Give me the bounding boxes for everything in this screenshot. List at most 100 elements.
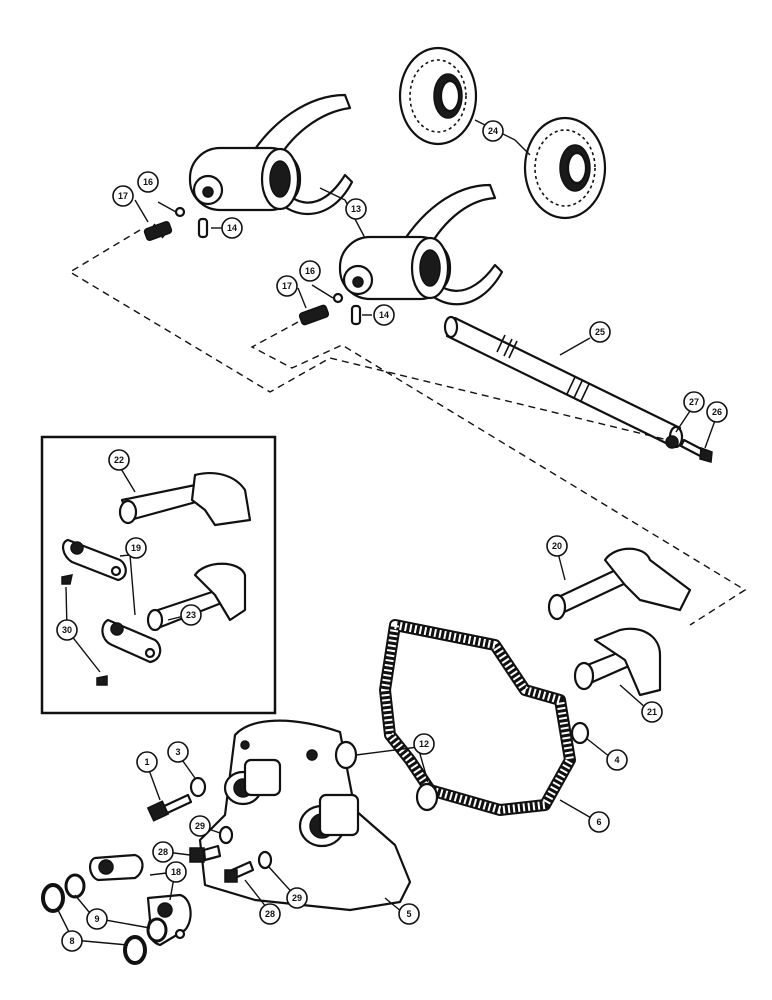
svg-text:18: 18: [171, 867, 181, 877]
roll-pin-lower: [350, 304, 362, 326]
woodruff-key-lower: [96, 675, 108, 686]
woodruff-key-upper: [61, 574, 73, 585]
callout-17-upper: 17: [112, 185, 134, 207]
svg-text:20: 20: [552, 541, 562, 551]
callout-14-lower: 14: [373, 304, 395, 326]
callout-30: 30: [56, 619, 78, 641]
shift-fork-upper: [188, 93, 354, 216]
shift-arm-19-lower: [101, 618, 162, 664]
callout-17-lower: 17: [276, 275, 298, 297]
shift-rail: [443, 315, 684, 449]
callout-22: 22: [108, 449, 130, 471]
roll-pin-upper: [197, 217, 209, 239]
svg-text:6: 6: [596, 817, 601, 827]
cap-screw-28-lower: [224, 860, 255, 883]
oil-seal-9-upper: [64, 873, 86, 899]
svg-text:19: 19: [131, 543, 141, 553]
lock-washer-29-upper: [218, 825, 234, 845]
oil-seal-9-lower: [146, 917, 168, 943]
svg-text:5: 5: [406, 909, 411, 919]
svg-text:12: 12: [419, 739, 429, 749]
svg-text:26: 26: [712, 407, 722, 417]
svg-text:30: 30: [62, 625, 72, 635]
callout-3: 3: [167, 741, 189, 763]
svg-text:16: 16: [305, 266, 315, 276]
assembly-line-upper: [68, 229, 669, 441]
callout-12: 12: [413, 733, 435, 755]
lock-washer-3: [189, 776, 207, 798]
callout-9: 9: [86, 908, 108, 930]
detent-spring-upper: [143, 221, 173, 241]
shift-fork-lower: [338, 183, 504, 306]
washer-12-upper: [334, 740, 358, 770]
svg-text:28: 28: [158, 847, 168, 857]
callout-19: 19: [125, 537, 147, 559]
assembly-line-lower: [250, 321, 747, 626]
bushing: [570, 721, 590, 745]
svg-text:9: 9: [94, 914, 99, 924]
svg-text:27: 27: [689, 397, 699, 407]
callout-16-upper: 16: [137, 171, 159, 193]
detent-spring-lower: [298, 304, 330, 326]
shift-arm-19-upper: [62, 538, 127, 582]
callout-26: 26: [706, 401, 728, 423]
callout-18: 18: [165, 861, 187, 883]
callout-29-upper: 29: [189, 815, 211, 837]
callout-8: 8: [61, 930, 83, 952]
svg-text:1: 1: [144, 757, 149, 767]
synchronizer-ring-lower: [523, 116, 607, 220]
svg-text:17: 17: [118, 191, 128, 201]
svg-text:24: 24: [488, 126, 498, 136]
snap-ring-8-lower: [123, 935, 147, 965]
outer-lever-18-upper: [89, 853, 144, 882]
callout-24: 24: [482, 120, 504, 142]
svg-text:23: 23: [186, 610, 196, 620]
svg-text:17: 17: [282, 281, 292, 291]
detent-ball-lower: [332, 292, 344, 304]
detent-ball-upper: [174, 206, 186, 218]
washer-12-lower: [415, 782, 439, 812]
cover-gasket: [379, 619, 576, 816]
callout-6: 6: [588, 811, 610, 833]
svg-text:29: 29: [195, 821, 205, 831]
callout-1: 1: [136, 751, 158, 773]
svg-text:3: 3: [175, 747, 180, 757]
shift-lever-22: [118, 472, 252, 527]
lock-washer-29-lower: [257, 850, 273, 870]
callout-25: 25: [589, 321, 611, 343]
snap-ring-8-upper: [41, 883, 65, 913]
shifter-cover: [198, 719, 412, 912]
svg-text:29: 29: [292, 893, 302, 903]
cap-screw-28-upper: [189, 844, 222, 863]
callout-4: 4: [606, 749, 628, 771]
synchronizer-ring-upper: [398, 46, 478, 146]
callout-5: 5: [398, 903, 420, 925]
svg-text:16: 16: [143, 177, 153, 187]
callout-29-lower: 29: [286, 887, 308, 909]
callout-16-lower: 16: [299, 260, 321, 282]
svg-text:8: 8: [69, 936, 74, 946]
svg-text:21: 21: [647, 707, 657, 717]
callout-23: 23: [180, 604, 202, 626]
svg-text:22: 22: [114, 455, 124, 465]
svg-text:4: 4: [614, 755, 619, 765]
svg-text:13: 13: [351, 204, 361, 214]
callout-28-lower: 28: [259, 903, 281, 925]
svg-text:25: 25: [595, 327, 605, 337]
shift-lever-21: [573, 627, 662, 697]
callout-27: 27: [683, 391, 705, 413]
rail-washer: [665, 435, 679, 449]
callout-20: 20: [546, 535, 568, 557]
svg-text:14: 14: [227, 223, 237, 233]
callout-14-upper: 14: [221, 217, 243, 239]
callout-28-upper: 28: [152, 841, 174, 863]
callout-13: 13: [345, 198, 367, 220]
rail-bolt: [679, 438, 713, 463]
svg-text:14: 14: [379, 310, 389, 320]
svg-text:28: 28: [265, 909, 275, 919]
callout-21: 21: [641, 701, 663, 723]
cap-screw: [146, 793, 193, 822]
shift-lever-20: [547, 547, 692, 621]
variant-inset-box: [40, 435, 277, 715]
